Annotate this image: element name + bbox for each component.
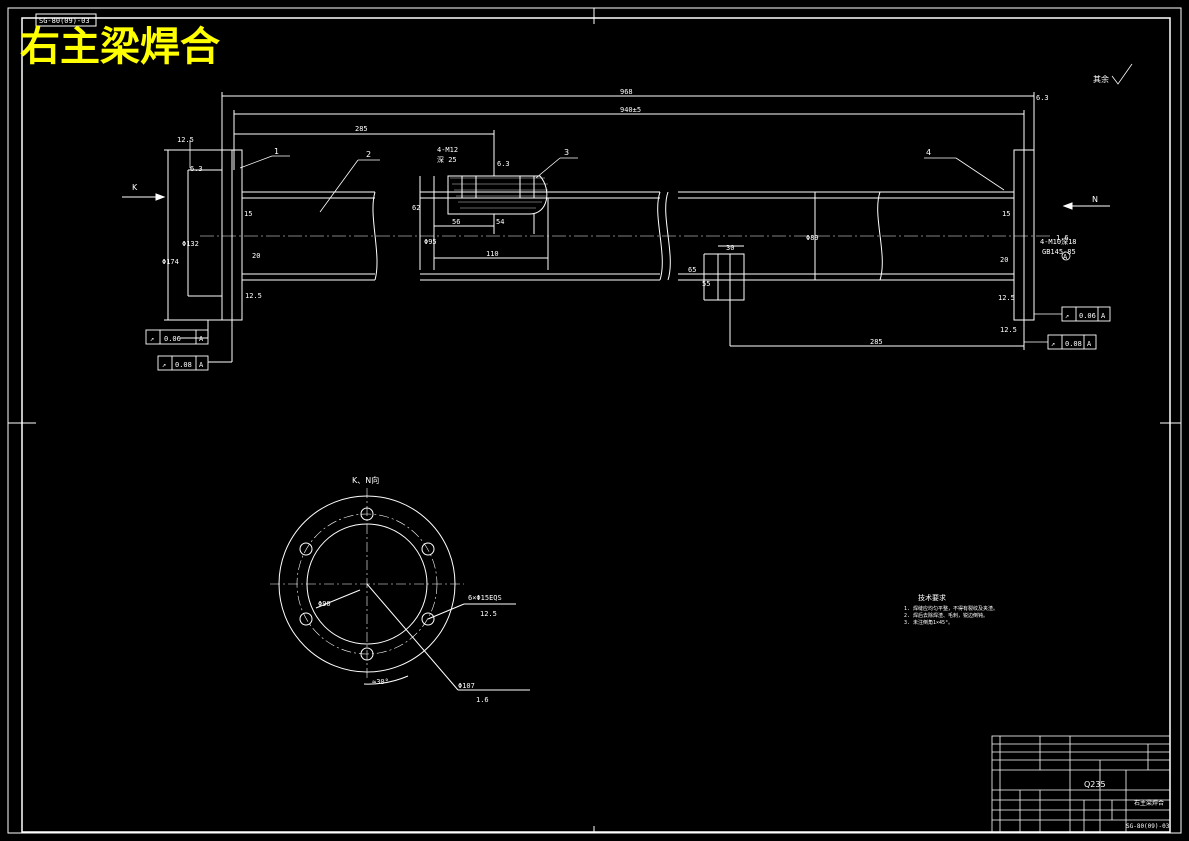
dim-holes: 4-M12 [437,146,458,154]
dim-phi-flange: Φ174 [162,258,179,266]
view-arrow-n: N [1092,195,1098,204]
centering-marks [8,8,1181,833]
tech-req-heading: 技术要求 [918,593,946,602]
tol4-datum: A [1087,340,1092,348]
dim-62: 62 [412,204,420,212]
note-right: 4-M10深18 [1040,237,1077,246]
tolerance-frame-1 [145,329,209,345]
dim-12-5-right: 12.5 [998,294,1015,302]
dim-12-5-left: 12.5 [245,292,262,300]
datum-circle [1061,251,1071,261]
part-label-3: 3 [564,148,569,157]
view-arrow-k: K [132,183,138,192]
dim-55: 55 [702,280,710,288]
tol2-symbol: ↗ [162,361,166,369]
dim-hole-depth: 深 25 [437,155,457,164]
title-block-material: Q235 [1084,780,1106,789]
rough-12-5-circle: 12.5 [480,610,497,618]
beam-outline [164,92,1035,363]
title-block-name: 右主梁焊合 [1134,799,1164,807]
dim-phi107: Φ107 [458,682,475,690]
rough-12-5-right: 12.5 [1000,326,1017,334]
tolerance-frame-2 [157,355,209,371]
dim-56: 56 [452,218,460,226]
tech-req-line-1: 1. 焊缝应均匀平整，不得有裂纹及夹渣。 [904,605,998,612]
bolt-note: 6×Φ15EQS [468,594,502,602]
dim-angle: ≈30° [372,678,389,686]
rough-1-6-right: 1.6 [1056,234,1069,242]
rough-1-6: 1.6 [476,696,489,704]
dim-overall: 968 [620,88,633,96]
dim-15-right: 15 [1002,210,1010,218]
tol4-value: 0.08 [1065,340,1082,348]
dim-54: 54 [496,218,504,226]
dim-15-left: 15 [244,210,252,218]
tech-req-line-2: 2. 焊后去除焊渣、毛刺，锐边倒钝。 [904,612,988,619]
tol1-symbol: ↗ [150,335,154,343]
dim-110: 110 [486,250,499,258]
tech-req-line-3: 3. 未注倒角1×45°。 [904,619,953,626]
tol3-symbol: ↗ [1065,312,1069,320]
dim-20-right: 20 [1000,256,1008,264]
part-label-1: 1 [274,147,279,156]
tol1-datum: A [199,335,204,343]
dim-65: 65 [688,266,696,274]
rough-12-5-left: 12.5 [177,136,194,144]
drawing-title: 右主梁焊合 [20,24,220,70]
outer-border [7,7,1182,834]
dim-285-top: 285 [355,125,368,133]
dim-285-bottom: 285 [870,338,883,346]
section-view-label: K、N向 [352,475,379,485]
dim-phi-tube: Φ95 [424,238,437,246]
part-label-2: 2 [366,150,371,159]
inner-border [21,17,1171,833]
dim-inner: 940±5 [620,106,641,114]
part-label-4: 4 [926,148,931,157]
part-leaders [189,140,1005,213]
tol2-datum: A [199,361,204,369]
view-arrows [122,193,1110,210]
svg-text:SG-80(09)-03: SG-80(09)-03 [39,17,90,25]
rough-6-3-left: 6.3 [190,165,203,173]
dim-30: 30 [726,244,734,252]
svg-text:其余: 其余 [1093,74,1109,84]
flange-view [270,488,530,691]
title-block [991,735,1171,833]
roughness-corner: 其余 [1093,63,1133,85]
tol2-value: 0.08 [175,361,192,369]
rough-6-3-right: 6.3 [1036,94,1049,102]
datum-marker: A [1063,253,1068,261]
dim-phi-mid: Φ89 [806,234,819,242]
tol1-value: 0.06 [164,335,181,343]
dim-r-top: 6.3 [497,160,510,168]
title-block-drawing-no: SG-80(09)-03 [1126,823,1170,830]
tol4-symbol: ↗ [1051,340,1055,348]
tol3-value: 0.06 [1079,312,1096,320]
dim-20-left: 20 [252,252,260,260]
gb-note: GB145-85 [1042,248,1076,256]
top-code-box: SG-80(09)-03 [35,13,97,27]
dim-phi-bolt: Φ132 [182,240,199,248]
tol3-datum: A [1101,312,1106,320]
dim-phi-center: Φ90 [318,600,331,608]
